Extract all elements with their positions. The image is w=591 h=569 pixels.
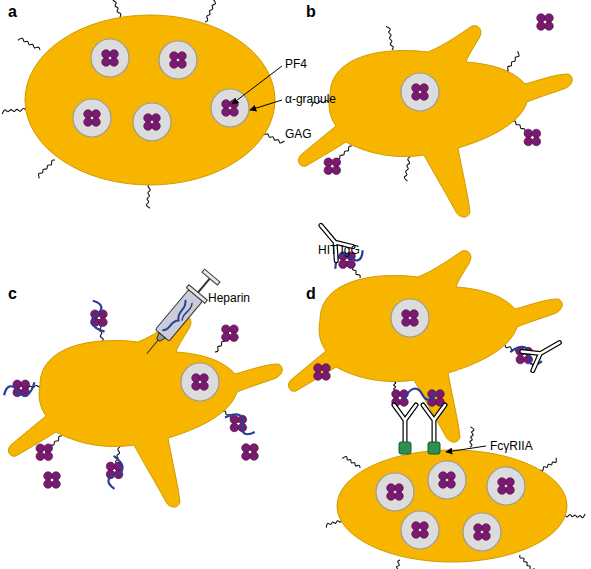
alpha-granule — [401, 73, 439, 111]
alpha-granule — [401, 511, 439, 549]
activated-platelet — [299, 26, 573, 217]
pf4-tetramer — [439, 472, 456, 489]
heparin-chain — [225, 409, 257, 438]
part-label: PF4 — [285, 58, 307, 70]
heparin-chain — [3, 382, 36, 398]
pf4-tetramer — [222, 325, 239, 342]
panel-letter: d — [306, 286, 316, 302]
fc-receptor — [428, 442, 440, 454]
alpha-granule — [463, 513, 501, 551]
pf4-tetramer — [402, 310, 419, 327]
part-label: GAG — [285, 128, 312, 140]
gag-chain — [520, 555, 535, 569]
gag-chain — [146, 184, 150, 208]
gag-chain — [38, 160, 55, 178]
leader-line — [232, 66, 282, 104]
pf4-tetramer — [387, 484, 404, 501]
panel-letter: c — [8, 286, 17, 302]
part-label: HIT IgG — [318, 244, 360, 256]
heparin-syringe — [138, 268, 222, 362]
pf4-tetramer — [44, 472, 61, 489]
gag-chain — [505, 51, 519, 72]
gag-chain — [404, 157, 410, 181]
pf4-tetramer — [314, 364, 331, 381]
gag-chain — [540, 458, 556, 471]
part-label: Heparin — [208, 292, 250, 304]
gag-chain — [109, 0, 120, 17]
gag-chain — [2, 108, 26, 114]
pf4-tetramer — [144, 114, 161, 131]
alpha-granule — [159, 41, 197, 79]
activated-platelet — [289, 251, 563, 442]
pf4-tetramer — [170, 52, 187, 69]
gag-chain — [470, 427, 474, 447]
pf4-tetramer — [412, 522, 429, 539]
pf4-tetramer — [242, 444, 259, 461]
heparin-chain — [89, 300, 104, 333]
pf4-tetramer — [498, 478, 515, 495]
alpha-granule — [91, 39, 129, 77]
gag-chain — [205, 0, 216, 22]
gag-chain — [386, 27, 393, 50]
pf4-tetramer — [524, 129, 541, 146]
pf4-tetramer — [102, 50, 119, 67]
panel-letter: a — [8, 4, 17, 20]
molecules — [3, 14, 565, 551]
pf4-tetramer — [192, 374, 209, 391]
alpha-granule — [428, 461, 466, 499]
pf4-tetramer — [106, 462, 123, 479]
leader-line — [446, 446, 486, 452]
gag-chains — [2, 0, 284, 208]
alpha-granule — [133, 103, 171, 141]
gag-chain — [393, 560, 400, 569]
gag-chain — [342, 457, 360, 468]
activated-platelet — [9, 316, 283, 507]
part-label: α-granule — [285, 93, 336, 105]
resting-platelet — [337, 450, 567, 562]
hit-igg — [394, 405, 416, 442]
pf4-tetramer — [84, 110, 101, 127]
panel-letter: b — [306, 4, 316, 20]
hit-igg — [423, 405, 445, 442]
pf4-tetramer — [537, 14, 554, 31]
alpha-granule — [211, 89, 249, 127]
pf4-tetramer — [412, 84, 429, 101]
pf4-tetramer — [36, 444, 53, 461]
gag-chain — [565, 514, 585, 518]
pf4-tetramer — [222, 100, 239, 117]
pf4-tetramer — [324, 158, 341, 175]
alpha-granule — [487, 467, 525, 505]
fc-receptor — [399, 442, 411, 454]
hit-igg — [522, 333, 565, 371]
part-label: FcγRIIA — [490, 440, 533, 452]
alpha-granule — [181, 363, 219, 401]
alpha-granule — [73, 99, 111, 137]
leader-line — [250, 100, 282, 110]
heparin-chain — [404, 389, 436, 400]
heparin-chain — [107, 456, 125, 490]
alpha-granule — [376, 473, 414, 511]
pf4-tetramer — [474, 524, 491, 541]
alpha-granule — [391, 299, 429, 337]
pf4-tetramer — [230, 415, 247, 432]
gag-chain — [18, 38, 40, 50]
